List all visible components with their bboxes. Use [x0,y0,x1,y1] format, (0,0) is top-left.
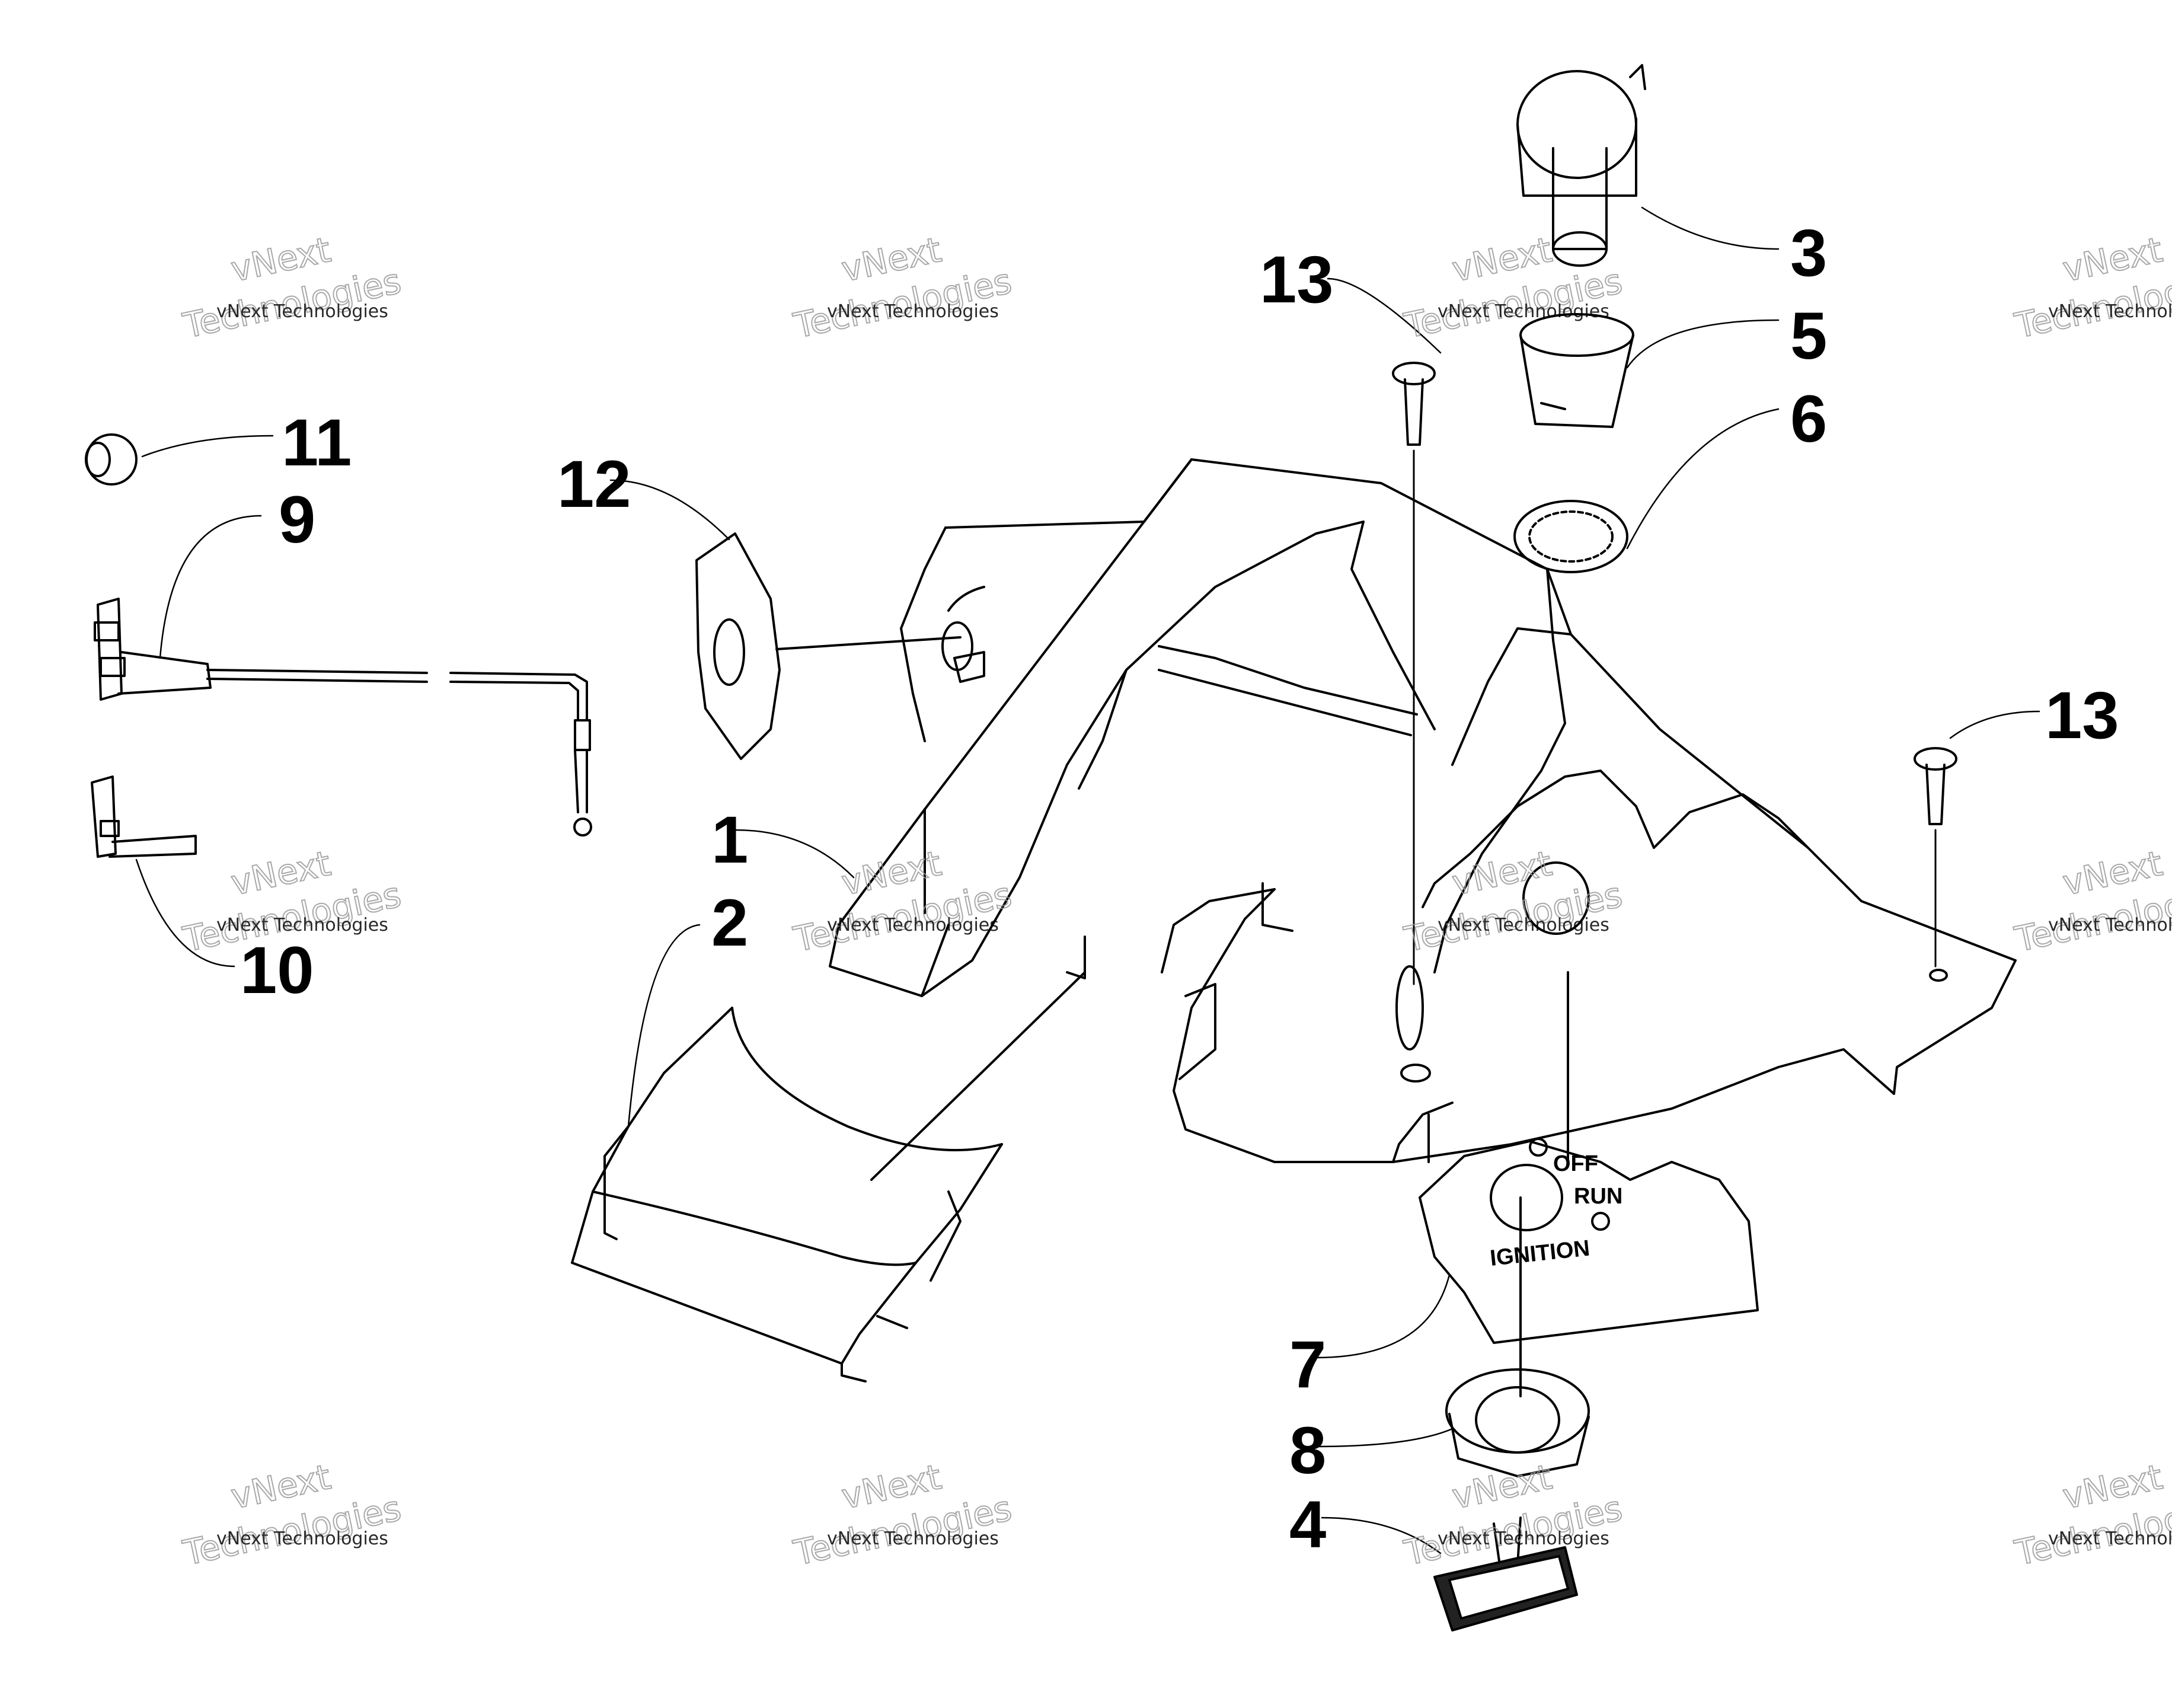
screw-part-13-left [1392,362,1436,985]
ignition-plate-part-7 [1419,971,1759,1397]
svg-text:vNext Technologies: vNext Technologies [1438,301,1609,322]
watermark: vNext Technologies vNext Technologies [1400,229,1627,347]
watermarks: vNext Technologies vNext Technologies vN… [179,229,2172,1574]
svg-text:vNext Technologies: vNext Technologies [1438,1528,1609,1549]
callout-numbers: 3 5 6 13 13 11 9 12 1 2 10 7 8 4 [240,216,2119,1562]
svg-text:vNext Technologies: vNext Technologies [827,915,999,936]
screw-part-13-right [1914,747,1957,968]
watermark: vNext Technologies vNext Technologies [1400,1456,1627,1574]
watermark: vNext Technologies vNext Technologies [2011,842,2172,960]
svg-text:vNext Technologies: vNext Technologies [2048,301,2172,322]
hex-nut-part-8 [1445,1368,1590,1477]
svg-text:vNext Technologies: vNext Technologies [216,301,388,322]
watermark: vNext Technologies vNext Technologies [790,1456,1016,1574]
callout-3: 3 [1790,216,1827,290]
nut-part-11 [85,433,138,486]
plate-label-ignition: IGNITION [1489,1236,1591,1271]
grommet-part-12 [695,532,962,760]
callout-9: 9 [279,483,315,557]
svg-text:vNext Technologies: vNext Technologies [1438,915,1609,936]
console-housing-part-1 [829,458,2017,1163]
bezel-part-5 [1519,313,1634,428]
svg-text:vNext Technologies: vNext Technologies [2048,1528,2172,1549]
plate-label-run: RUN [1574,1184,1622,1209]
svg-text:vNext Technologies: vNext Technologies [827,1528,999,1549]
watermark: vNext Technologies vNext Technologies [790,229,1016,347]
callout-11: 11 [282,406,352,480]
callout-13-right: 13 [2045,678,2119,752]
watermark: vNext Technologies vNext Technologies [2011,229,2172,347]
callout-12: 12 [557,447,631,521]
choke-cable-part-9 [94,598,592,837]
watermark: vNext Technologies vNext Technologies [179,229,405,347]
callout-5: 5 [1790,299,1827,373]
callout-2: 2 [711,886,748,960]
lower-cover-part-2 [571,1007,1003,1383]
callout-10: 10 [240,933,314,1007]
svg-text:vNext Technologies: vNext Technologies [216,1528,388,1549]
watermark: vNext Technologies vNext Technologies [179,1456,405,1574]
callout-4: 4 [1289,1487,1326,1562]
watermark: vNext Technologies vNext Technologies [1400,842,1627,960]
choke-knob-part-10 [91,775,197,858]
svg-text:vNext Technologies: vNext Technologies [2048,915,2172,936]
svg-text:vNext Technologies: vNext Technologies [216,915,388,936]
key-part-4 [1433,1517,1578,1632]
callout-13-top: 13 [1260,242,1334,317]
svg-text:vNext Technologies: vNext Technologies [827,301,999,322]
plate-label-off: OFF [1553,1151,1598,1176]
callout-8: 8 [1289,1413,1326,1487]
watermark: vNext Technologies vNext Technologies [2011,1456,2172,1574]
lock-washer-part-6 [1513,500,1628,573]
callout-leaders [135,206,2040,1554]
leader-line [870,971,1086,1181]
callout-7: 7 [1289,1327,1326,1401]
callout-1: 1 [711,803,748,877]
callout-6: 6 [1790,382,1827,456]
ignition-switch-part-3 [1516,64,1646,267]
